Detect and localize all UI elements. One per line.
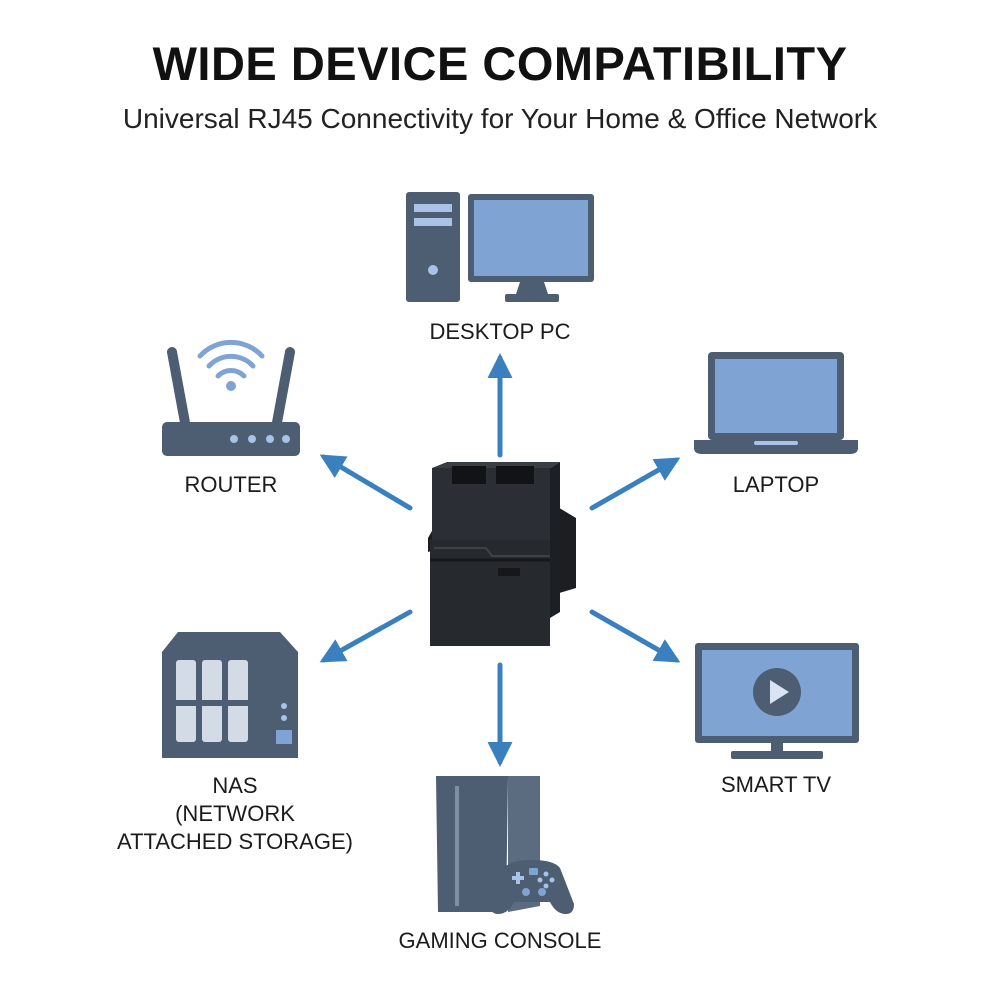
label-nas-line-1: NAS [212,773,258,798]
arrow-to-smart-tv [589,609,681,663]
router-icon [162,339,300,456]
desktop-pc-icon [406,192,594,302]
arrow-to-nas [319,609,413,663]
gaming-console-icon [436,776,574,914]
laptop-icon [694,352,858,454]
page-title: WIDE DEVICE COMPATIBILITY [152,37,848,90]
label-nas-line-2: (NETWORK [175,801,295,826]
arrows [319,353,681,767]
arrow-to-laptop [589,457,681,511]
smart-tv-icon [695,643,859,759]
arrow-to-router [319,454,413,511]
label-desktop-pc: DESKTOP PC [429,319,571,344]
label-gaming-console: GAMING CONSOLE [398,928,602,953]
page-subtitle: Universal RJ45 Connectivity for Your Hom… [122,103,878,134]
label-smart-tv: SMART TV [720,772,832,797]
nas-icon [162,632,298,758]
label-nas-line-3: ATTACHED STORAGE) [117,829,353,854]
label-laptop: LAPTOP [732,472,820,497]
rj45-coupler-icon [428,462,576,646]
label-router: ROUTER [184,472,278,497]
